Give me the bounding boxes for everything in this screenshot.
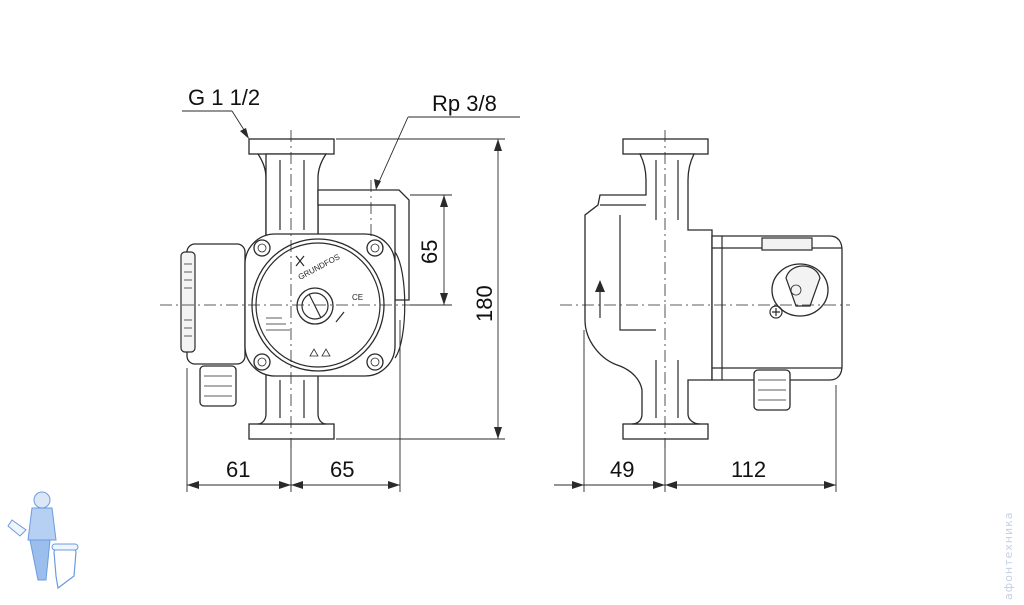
thread-main-label: G 1 1/2 xyxy=(188,85,260,110)
front-screw-tr-hole xyxy=(370,243,380,253)
dim-180-arrow-top xyxy=(494,139,502,151)
front-screw-bl-hole xyxy=(257,357,267,367)
dim-112-arrow-left xyxy=(665,481,677,489)
grundfos-logo-icon xyxy=(295,255,305,267)
front-lower-pipe xyxy=(257,371,327,425)
front-gland-ribs xyxy=(204,375,232,397)
front-lower-bore xyxy=(279,380,305,418)
dim-65h-arrow-left xyxy=(291,481,303,489)
side-motor-top-boss xyxy=(761,237,813,251)
speed-marks xyxy=(266,317,290,331)
dim-180-arrow-bottom xyxy=(494,427,502,439)
side-bottom-flange xyxy=(622,423,709,440)
front-screw-tl xyxy=(253,239,271,257)
vent-screw-cross xyxy=(772,308,780,316)
front-bottom-flange xyxy=(248,423,335,440)
front-screw-br xyxy=(366,353,384,371)
dim-65v-label: 65 xyxy=(417,240,442,264)
side-pump-body xyxy=(584,153,713,425)
dim-65v-arrow-top xyxy=(440,195,448,207)
front-view: GRUNDFOS CE xyxy=(160,130,420,448)
knob-handle xyxy=(785,265,821,307)
side-pipe-bores xyxy=(655,160,679,418)
front-terminal-ribs xyxy=(184,263,192,337)
warning-symbols-icon xyxy=(309,348,331,357)
ce-mark: CE xyxy=(352,293,363,302)
knob-pivot xyxy=(790,284,802,296)
dim-49-label: 49 xyxy=(610,457,634,482)
side-gland-ribs xyxy=(758,379,786,401)
dim-65v-arrow-bottom xyxy=(440,293,448,305)
flow-arrow-icon xyxy=(595,280,605,292)
front-top-flange xyxy=(248,138,335,155)
front-screw-tl-hole xyxy=(257,243,267,253)
dim-180-label: 180 xyxy=(472,285,497,322)
front-pipe-bore xyxy=(279,160,305,230)
dim-65h-arrow-right xyxy=(388,481,400,489)
thread-small-label: Rp 3/8 xyxy=(432,91,497,116)
front-screw-br-hole xyxy=(370,357,380,367)
vent-screw-icon xyxy=(769,305,783,319)
front-bypass-duct xyxy=(317,189,410,301)
side-view xyxy=(560,130,850,448)
front-center-plug-inner xyxy=(301,292,329,320)
dim-61-arrow-right xyxy=(279,481,291,489)
dim-112-label: 112 xyxy=(731,457,766,482)
dim-112-arrow-right xyxy=(824,481,836,489)
plumber-logo-icon xyxy=(7,491,79,590)
front-upper-pipe xyxy=(265,153,328,239)
front-screw-bl xyxy=(253,353,271,371)
dim-49-arrow-left xyxy=(572,481,584,489)
watermark-vertical-text: афонтехника xyxy=(1002,512,1015,600)
side-internal-channel xyxy=(600,204,656,331)
thread-small-leader xyxy=(377,116,409,185)
dim-61-label: 61 xyxy=(226,457,250,482)
front-plug-slot xyxy=(308,293,322,319)
front-terminal-cap xyxy=(180,251,196,353)
dim-61-arrow-left xyxy=(187,481,199,489)
rotation-arrow-icon xyxy=(335,311,345,323)
dim-65h-label: 65 xyxy=(330,457,354,482)
dim-49-arrow-right xyxy=(653,481,665,489)
front-terminal-box xyxy=(186,243,246,365)
side-motor xyxy=(711,235,843,381)
thread-main-arrow xyxy=(240,128,249,139)
front-screw-tr xyxy=(366,239,384,257)
thread-small-arrow xyxy=(374,179,381,190)
dimension-lines: G 1 1/2 Rp 3/8 180 65 61 65 xyxy=(182,85,837,492)
side-top-flange xyxy=(622,138,709,155)
